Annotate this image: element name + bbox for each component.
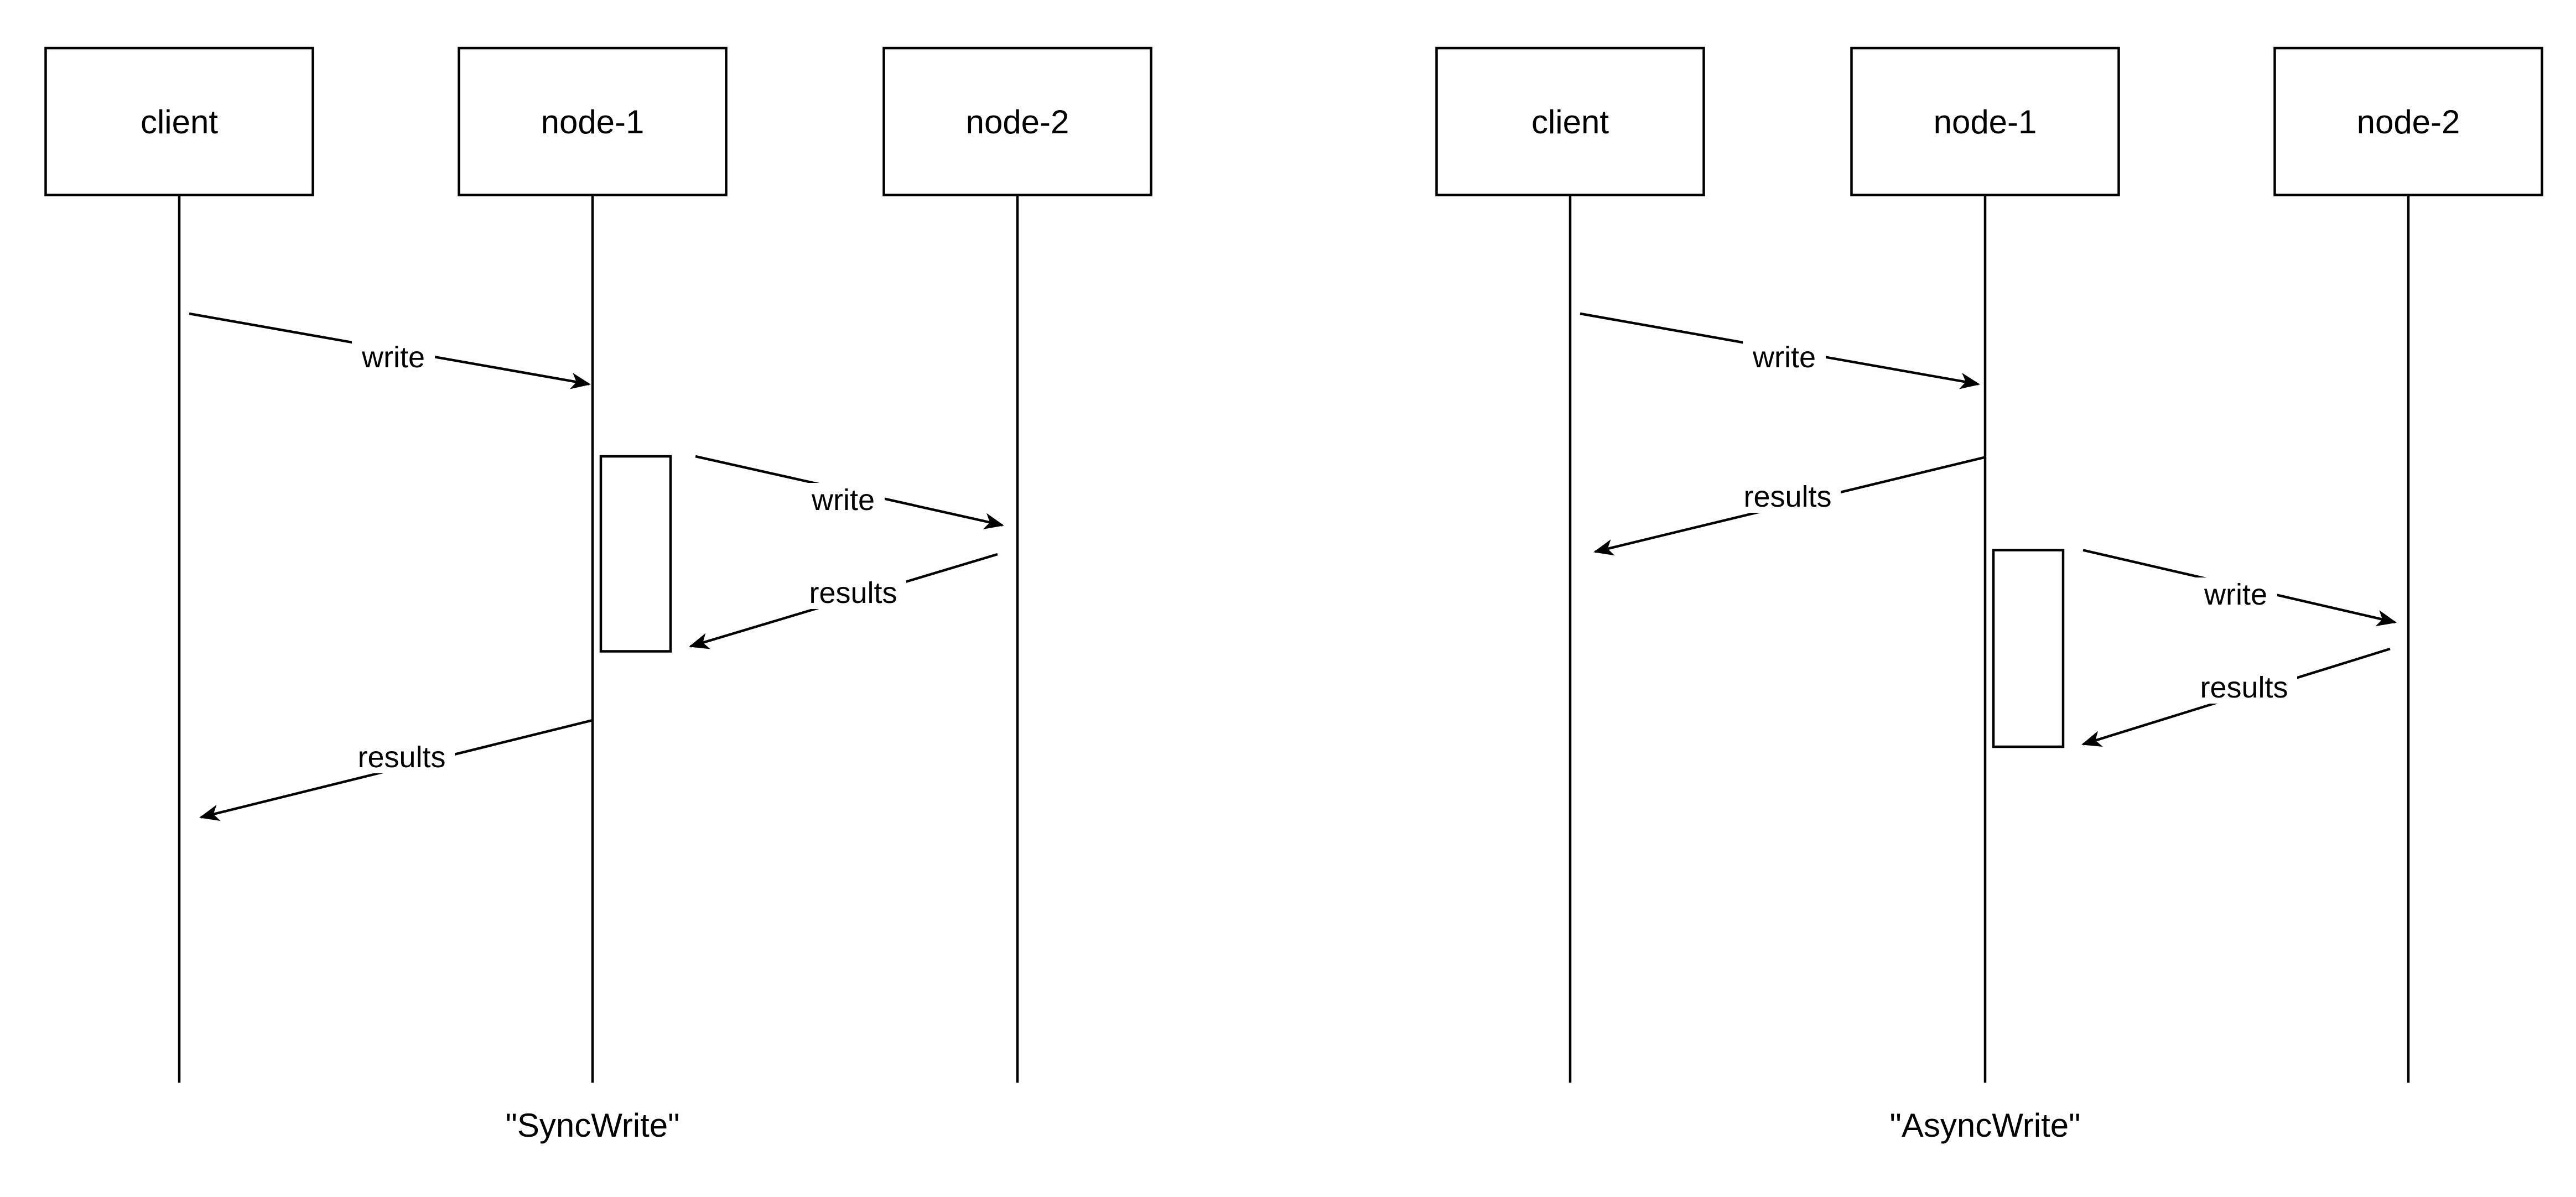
message-label-results: results — [809, 576, 897, 610]
message-label-bg — [1734, 480, 1841, 513]
message-label-write: write — [361, 341, 425, 374]
message-label-write: write — [1752, 341, 1816, 374]
participant-label-node-2: node-2 — [966, 103, 1069, 140]
message-label-bg — [800, 576, 906, 610]
participant-box-client — [1435, 46, 1705, 196]
participant-label-client: client — [1531, 103, 1609, 140]
participant-box-client — [44, 46, 314, 196]
participant-box-node-1 — [458, 46, 728, 196]
participant-label-node-2: node-2 — [2357, 103, 2460, 140]
message-label-bg — [2194, 577, 2277, 611]
message-label-bg — [2191, 670, 2297, 704]
activation-bar-node-1 — [599, 455, 672, 653]
participant-box-node-2 — [2273, 46, 2543, 196]
message-label-write: write — [2204, 578, 2267, 611]
participant-box-node-2 — [882, 46, 1152, 196]
panel-syncwrite: client node-1 node-2 write write results… — [44, 46, 1152, 1144]
panel-asyncwrite: client node-1 node-2 write results write… — [1435, 46, 2543, 1144]
message-label-bg — [352, 340, 435, 374]
panel-caption-syncwrite: "SyncWrite" — [506, 1107, 680, 1144]
message-label-write: write — [811, 483, 875, 517]
message-label-bg — [349, 740, 455, 774]
panel-caption-asyncwrite: "AsyncWrite" — [1890, 1107, 2081, 1144]
participant-box-node-1 — [1850, 46, 2120, 196]
participant-label-node-1: node-1 — [541, 103, 645, 140]
message-label-results: results — [357, 741, 445, 774]
participant-label-node-1: node-1 — [1934, 103, 2037, 140]
message-label-results: results — [2200, 671, 2288, 704]
message-label-results: results — [1743, 480, 1831, 513]
activation-bar-node-1 — [1992, 549, 2065, 748]
message-label-bg — [1743, 340, 1826, 374]
message-label-bg — [802, 483, 885, 517]
participant-label-client: client — [141, 103, 218, 140]
